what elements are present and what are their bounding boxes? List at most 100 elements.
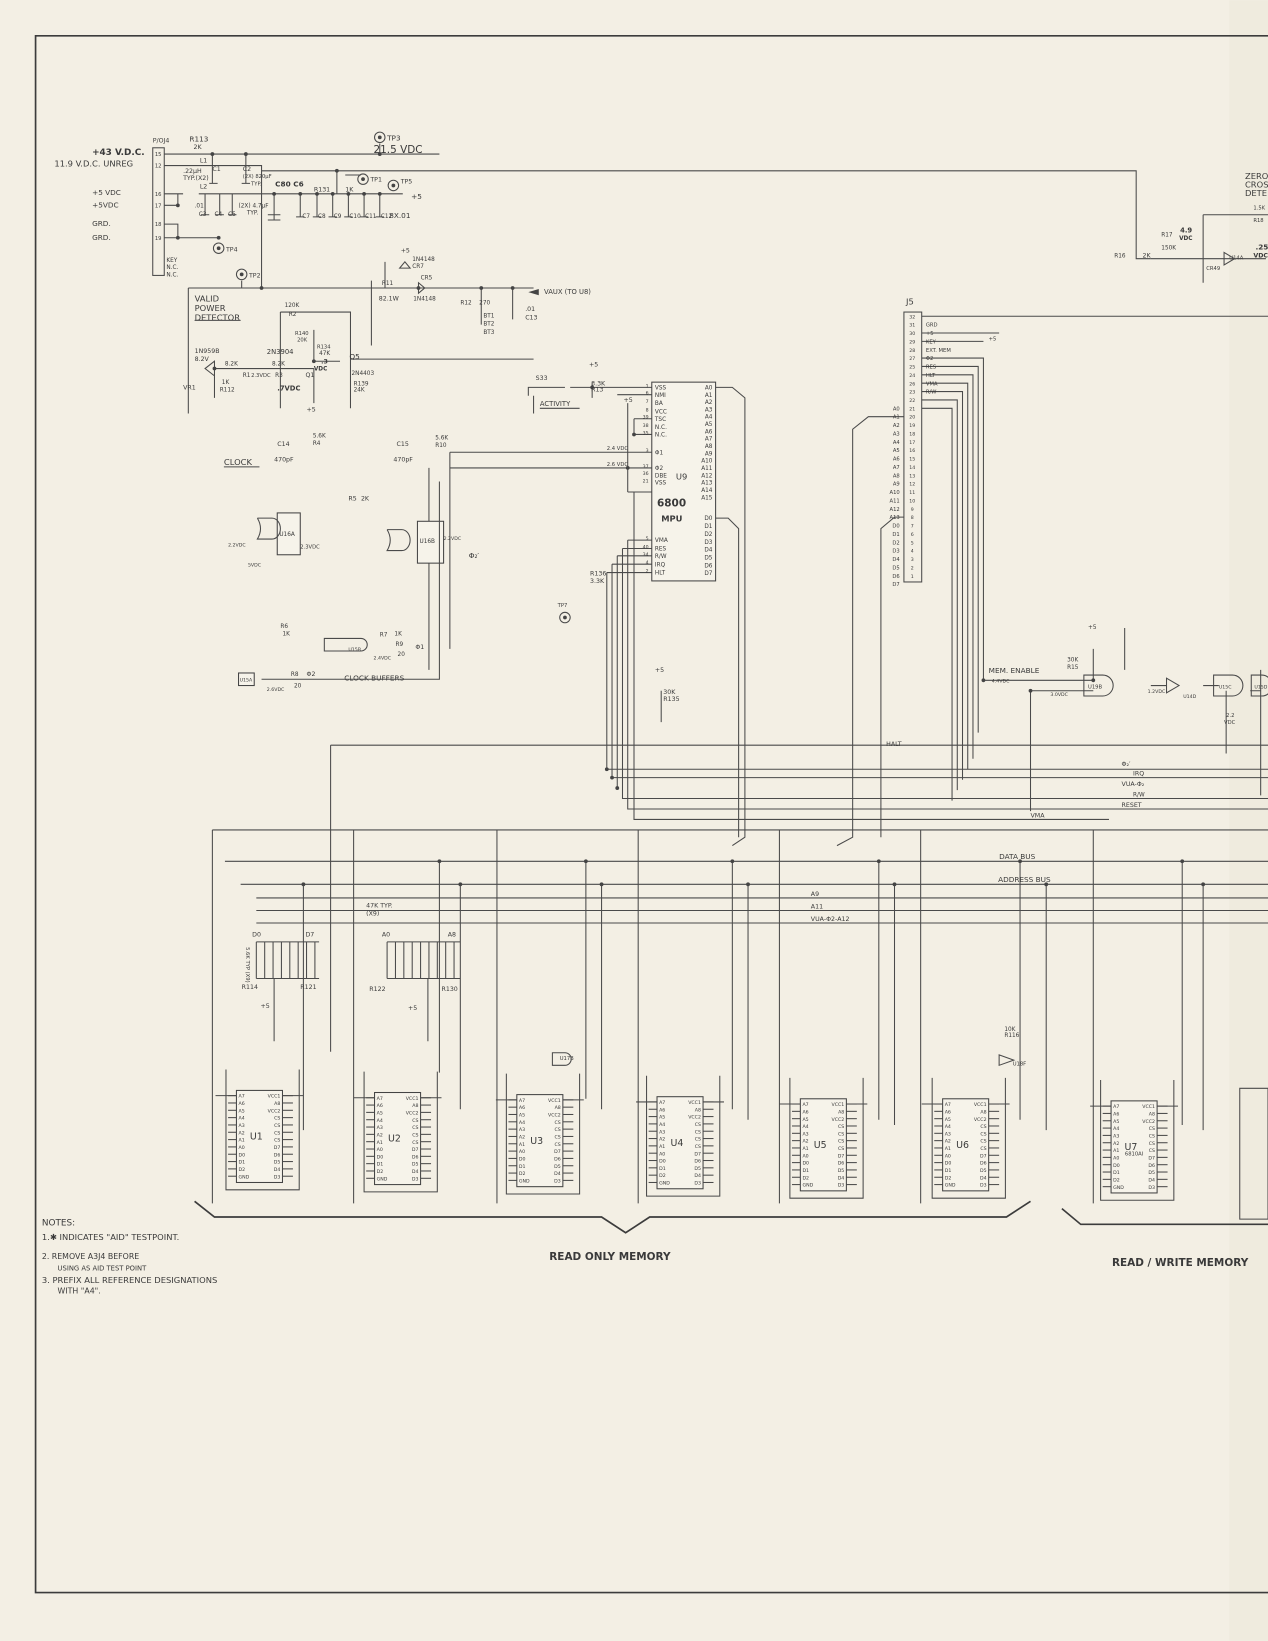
chip-pin-label: D7 [554,1149,561,1155]
power-l1-val-label: .22µH [183,168,202,175]
chip-pin-label: D7 [694,1151,701,1157]
chip-pin-label: A4 [377,1118,383,1124]
j5-signal-label: RES [926,365,937,371]
control-phi2p-label: Φ₂′ [1122,761,1131,768]
clock-phi2p-label: Φ₂′ [469,551,480,560]
mpu-addr-pin-label: A11 [701,466,713,472]
power-tp5-label: TP5 [400,178,413,185]
j5-bus-pin-label: D5 [892,565,899,571]
chip-pin-label: D5 [694,1166,701,1172]
note-2b-label: USING AS AID TEST POINT [58,1264,148,1272]
chip-ref-label: U2 [388,1134,401,1145]
clock-u15b-label: U15B [348,647,361,653]
chip-pin-label: A7 [377,1096,383,1102]
chip-pin-label: A2 [945,1139,951,1145]
control-data-bus-label: DATA BUS [999,852,1036,861]
chip-pin-label: A8 [274,1101,280,1107]
clock-r8-val-label: 20 [294,684,302,690]
pullups-r114-label: R114 [242,984,258,991]
detector-r139-val-label: 24K [354,388,365,394]
power-c3-val-label: .01 [195,203,204,209]
chip-pin-label: A6 [239,1101,245,1107]
zero-cross-r17-val-label: 150K [1161,245,1176,251]
control-plus5-label: +5 [1088,625,1097,631]
mpu-addr-pin-label: A14 [701,488,713,494]
control-u14d-label: U14D [1183,694,1196,700]
j5-pin-num-label: 24 [909,373,915,379]
j5-signal-label: VMA [926,381,938,387]
mpu-pin-label: N.C. [655,433,667,439]
junction-dot [212,366,217,371]
mpu-pin-num-label: 8 [646,407,649,413]
note-3b-label: WITH "A4". [58,1286,101,1295]
chip-body [235,1089,283,1184]
capacitor-label: C11 [365,214,377,220]
junction-dots [175,152,1206,887]
control-irq-label: IRQ [1133,771,1144,778]
mpu-pin-num-label: 1 [646,383,649,389]
chip-pin-label: D2 [802,1175,809,1181]
j5-pin-num-label: 16 [909,448,915,454]
mpu-addr-pin-label: A5 [705,422,713,428]
detector-r139-label: R139 [354,381,369,387]
test-point-icon [357,173,369,185]
mpu-pin-label: VMA [655,538,668,544]
chip-body [374,1091,422,1186]
junction-dot [604,767,609,772]
clock-c14-label: C14 [277,441,289,448]
mpu-pin-num-label: 36 [643,471,649,477]
chip-pin-label: A5 [519,1113,525,1119]
clock-c14-val-label: 470pF [274,457,294,464]
chip-pin-label: D4 [980,1175,987,1181]
mpu-pin-label: Φ1 [655,450,664,456]
mpu-pin-label: TSC [654,417,666,423]
chip-pin-label: D7 [274,1145,281,1151]
j4-pin-label: 19 [155,236,162,242]
chip-pin-label: D3 [412,1176,419,1182]
paper-fold [1229,0,1268,1641]
junction-dot [1044,882,1049,887]
chip-pin-label: CS [274,1116,280,1122]
detector-r140-val-label: 20K [297,337,308,343]
chip-pin-label: CS [838,1124,844,1130]
chip-pin-label: A6 [519,1105,525,1111]
j5-pin-num-label: 4 [911,549,914,555]
junction-dot [510,286,515,290]
memory-u18f-label: U18F [1013,1061,1026,1067]
chip-pin-label: GND [1113,1185,1124,1191]
chip-pin-label: A5 [1113,1119,1119,1125]
detector-cr5-label: CR5 [421,276,433,282]
clock-r7-label: R7 [380,632,388,638]
control-halt-label: HALT [886,741,902,748]
chip-pin-label: A7 [519,1098,525,1104]
chip-pin-label: CS [838,1139,844,1145]
detector-r134-val-label: 47K [319,351,330,357]
j5-pin-num-label: 26 [909,381,915,387]
junction-dot [583,859,588,864]
junction-dot [272,191,276,196]
control-vua-label: VUA-Φ₂ [1122,781,1145,788]
zero-cross-title-label: ZERO [1245,171,1268,181]
chip-pin-label: A7 [239,1094,245,1100]
zero-cross-v49-label: 4.9 [1180,227,1192,235]
chip-pin-label: A3 [945,1131,951,1137]
chip-pin-label: GND [519,1178,530,1184]
chip-pin-label: A1 [1113,1148,1119,1154]
pullups-typ47-label: 47K TYP. [366,902,393,909]
junction-dot [259,286,264,290]
control-a9-label: A9 [811,891,819,898]
j5-pin-num-label: 8 [911,515,914,521]
j5-pin-num-label: 2 [911,565,914,571]
j5-pin-num-label: 29 [909,339,915,345]
chip-pin-label: CS [555,1127,561,1133]
j4-pin-label: 18 [155,222,162,228]
clock-r5-val-label: 2K [361,495,370,502]
chip-pin-label: D7 [838,1153,845,1159]
j4-pin-label: 12 [155,164,162,170]
chip-pin-label: A2 [802,1139,808,1145]
pullups-plus5b-label: +5 [408,1005,417,1012]
j4-pin-label: 16 [155,192,162,198]
control-u15c-label: U15C [1219,685,1232,691]
